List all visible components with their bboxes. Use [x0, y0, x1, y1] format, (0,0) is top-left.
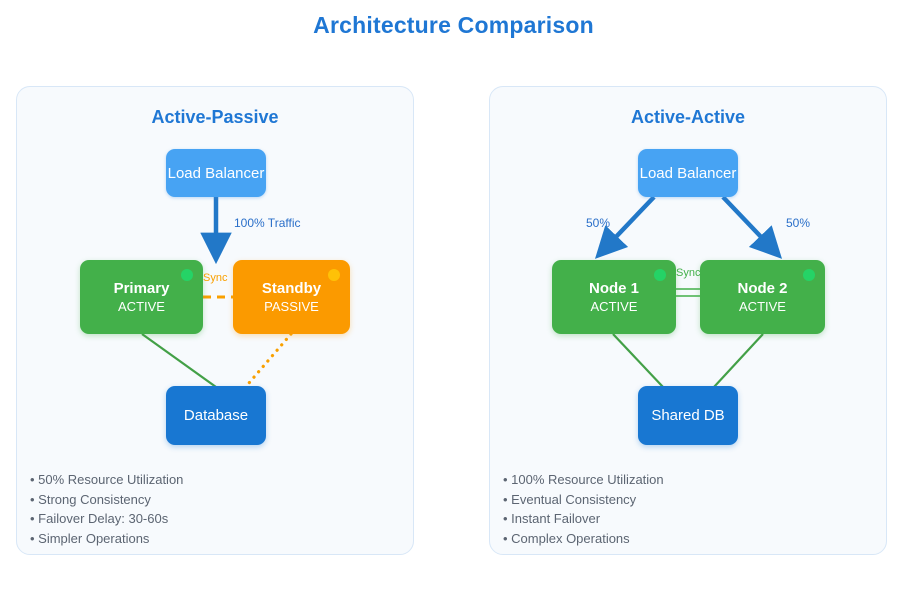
node-node-2[interactable]: Node 2 ACTIVE — [700, 260, 825, 334]
page-title: Architecture Comparison — [313, 12, 594, 38]
list-item: • Instant Failover — [503, 511, 601, 526]
node-label: Load Balancer — [167, 164, 265, 182]
node-label: Shared DB — [651, 407, 725, 424]
list-item: • Failover Delay: 30-60s — [30, 511, 169, 526]
list-item: • Simpler Operations — [30, 530, 150, 546]
feature-list-active-passive: • 50% Resource Utilization • Strong Cons… — [30, 470, 183, 548]
list-item: • Eventual Consistency — [503, 491, 637, 507]
node-shared-db[interactable]: Shared DB — [638, 386, 738, 445]
node-node-1[interactable]: Node 1 ACTIVE — [552, 260, 676, 334]
node-primary[interactable]: Primary ACTIVE — [80, 260, 203, 334]
node-name: Node 2 — [737, 280, 788, 297]
status-dot-green — [803, 269, 815, 281]
sync-label-right: Sync — [676, 267, 701, 279]
node-state: PASSIVE — [264, 299, 319, 314]
node-name: Primary — [113, 280, 170, 297]
list-item: • Complex Operations — [503, 530, 630, 546]
node-database[interactable]: Database — [166, 386, 266, 445]
node-label: Load Balancer — [639, 164, 737, 182]
node-load-balancer-left[interactable]: Load Balancer — [166, 149, 266, 197]
node-state: ACTIVE — [739, 299, 786, 314]
feature-list-active-active: • 100% Resource Utilization • Eventual C… — [503, 470, 664, 548]
list-item: • 50% Resource Utilization — [30, 472, 184, 487]
status-dot-green — [181, 269, 193, 281]
node-state: ACTIVE — [118, 299, 165, 314]
status-dot-green — [654, 269, 666, 281]
traffic-label-100: 100% Traffic — [234, 216, 301, 230]
list-item: • Strong Consistency — [30, 491, 151, 507]
node-name: Standby — [261, 280, 322, 297]
node-label: Database — [183, 407, 249, 424]
traffic-label-50-right: 50% — [786, 216, 811, 230]
node-state: ACTIVE — [590, 299, 638, 314]
node-load-balancer-right[interactable]: Load Balancer — [638, 149, 738, 197]
node-name: Node 1 — [588, 280, 639, 297]
panel-title-active-active: Active-Active — [630, 107, 746, 127]
sync-label-left: Sync — [203, 272, 228, 284]
status-dot-amber — [328, 269, 340, 281]
traffic-label-50-left: 50% — [586, 216, 611, 230]
panel-title-active-passive: Active-Passive — [151, 107, 279, 127]
list-item: • 100% Resource Utilization — [503, 472, 664, 487]
node-standby[interactable]: Standby PASSIVE — [233, 260, 350, 334]
